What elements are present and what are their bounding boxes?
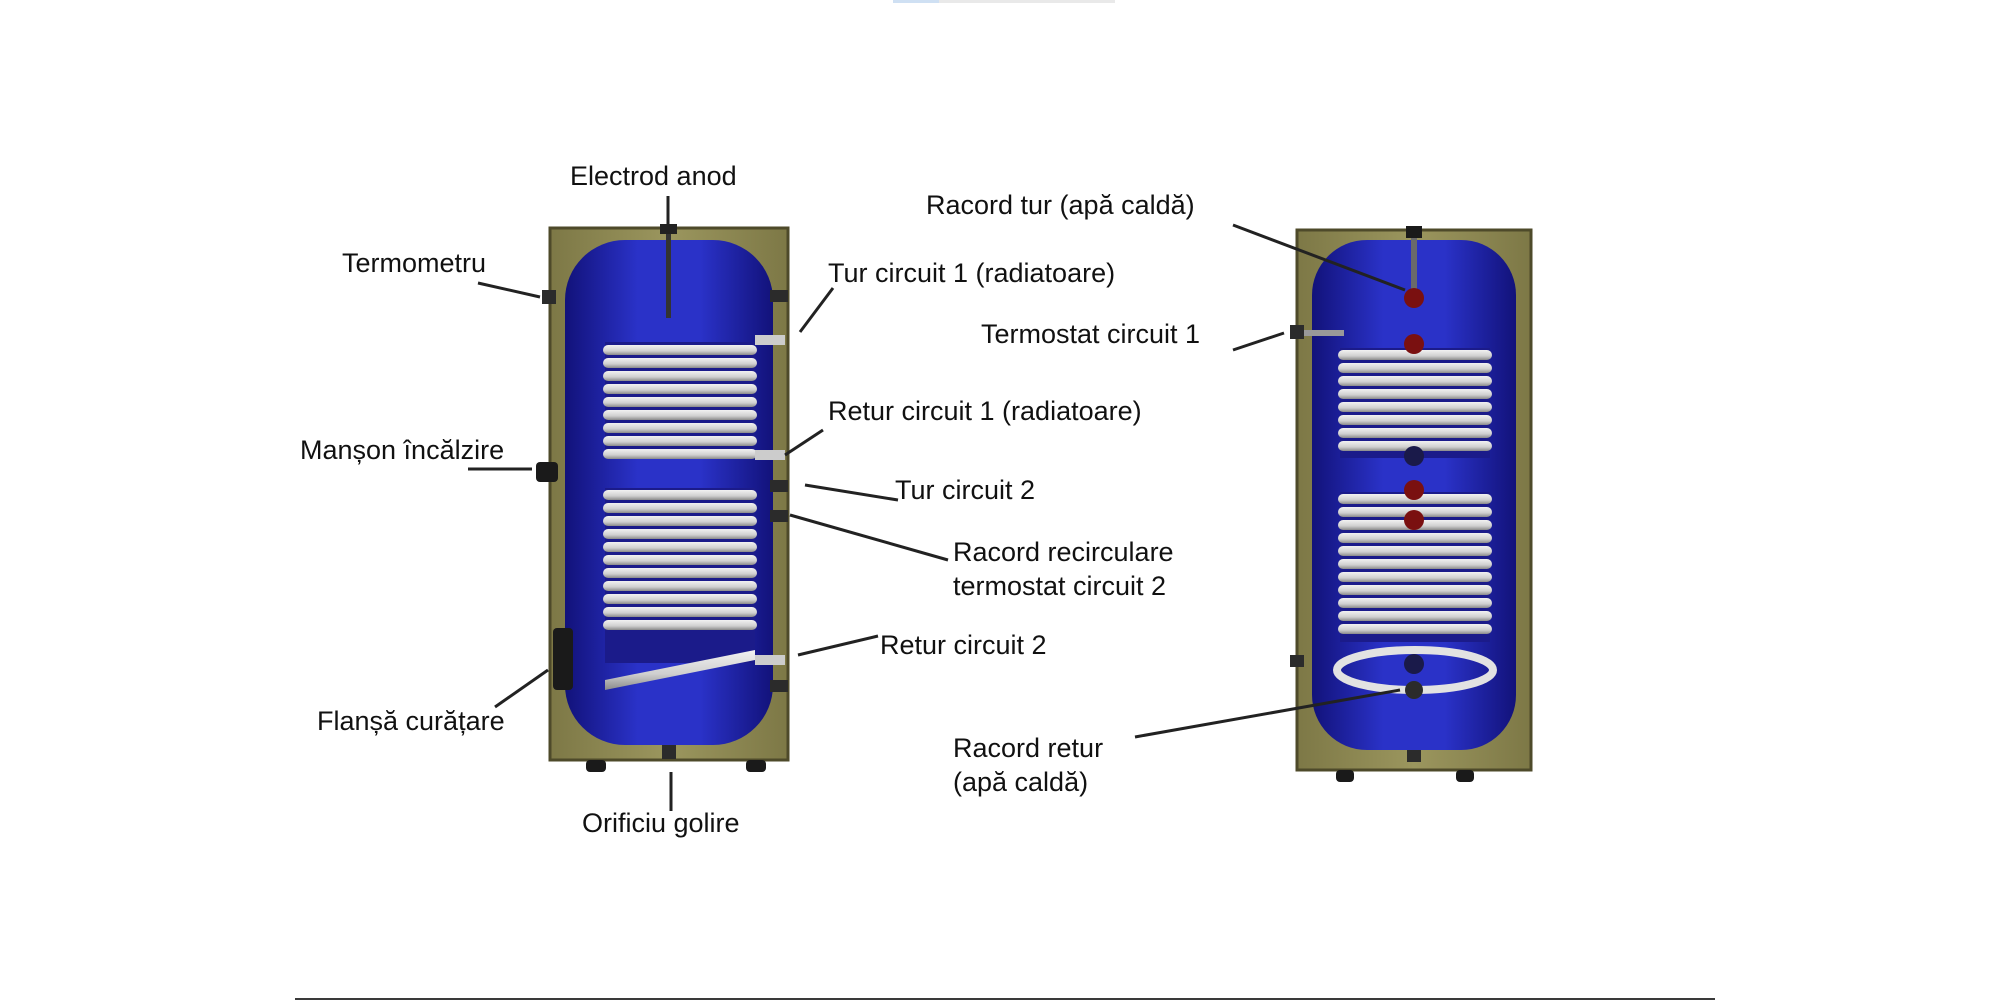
leader-termostat-circuit-1 [1232, 331, 1285, 352]
leader-retur-circuit-2 [797, 634, 879, 657]
left-anode-rod [666, 228, 671, 318]
right-tank [1290, 226, 1533, 782]
label-retur-circuit-1: Retur circuit 1 (radiatoare) [828, 396, 1142, 426]
leader-racord-retur [1134, 688, 1401, 739]
label-racord-recirculare-2: termostat circuit 2 [953, 571, 1167, 601]
label-tur-circuit-2: Tur circuit 2 [895, 475, 1036, 505]
leader-recirculare [789, 513, 949, 562]
bottom-divider [295, 998, 1715, 1000]
label-manson-incalzire: Manșon încălzire [300, 435, 505, 465]
label-racord-retur-1: Racord retur [953, 733, 1104, 763]
leader-racord-tur [1232, 223, 1406, 292]
label-racord-retur-2: (apă caldă) [953, 767, 1089, 797]
label-termostat-circuit-1: Termostat circuit 1 [981, 319, 1201, 349]
leader-tur-circuit-1 [798, 287, 835, 333]
leader-termometru [477, 281, 541, 299]
top-strip-accent [893, 0, 939, 3]
left-lower-coil [603, 488, 757, 690]
label-termometru: Termometru [342, 248, 487, 278]
leader-retur-circuit-1 [784, 428, 824, 457]
label-racord-tur: Racord tur (apă caldă) [926, 190, 1195, 220]
left-tank [536, 224, 790, 772]
label-retur-circuit-2: Retur circuit 2 [880, 630, 1047, 660]
right-upper-coil [1338, 348, 1492, 458]
leader-flansa [494, 668, 549, 709]
top-strip [939, 0, 1115, 3]
label-electrod-anod: Electrod anod [570, 161, 737, 191]
label-orificiu-golire: Orificiu golire [582, 808, 740, 838]
label-tur-circuit-1: Tur circuit 1 (radiatoare) [828, 258, 1116, 288]
leader-tur-circuit-2 [804, 483, 899, 502]
label-racord-recirculare-1: Racord recirculare [953, 537, 1174, 567]
leader-lines [468, 196, 1406, 811]
left-upper-coil [603, 342, 757, 459]
label-flansa-curatare: Flanșă curățare [317, 706, 505, 736]
